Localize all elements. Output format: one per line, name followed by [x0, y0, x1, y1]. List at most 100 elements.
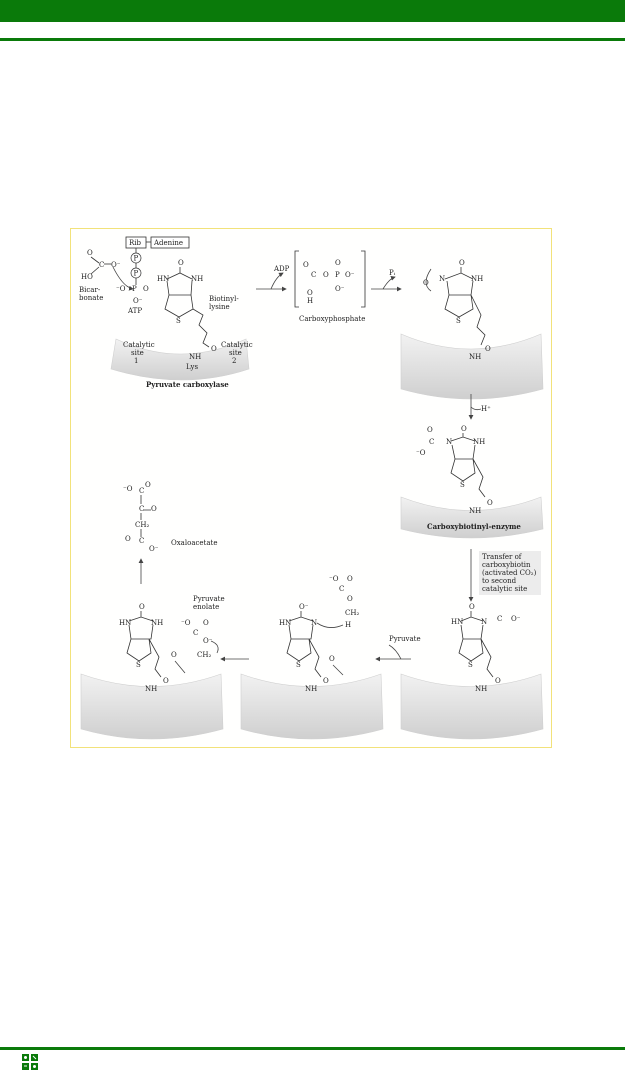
s5-co2-o: O	[329, 655, 335, 663]
s6-s: S	[136, 661, 141, 669]
cp-o-minus-bottom: O⁻	[335, 285, 345, 293]
enzyme-step2	[400, 333, 544, 400]
enzyme-step5	[240, 673, 384, 740]
pi-label: Pᵢ	[389, 269, 396, 277]
s4-c: C	[497, 615, 502, 623]
bicarb-o-minus: O⁻	[111, 261, 121, 269]
s6-nh: NH	[151, 619, 163, 627]
rib-label: Rib	[129, 239, 142, 247]
biotin1-nh: NH	[191, 275, 203, 283]
s5-pyr-o: O	[347, 575, 353, 583]
cp-o: O	[303, 261, 309, 269]
biotin2-o-amide: O	[485, 345, 491, 353]
cp-o-minus: O⁻	[345, 271, 355, 279]
s6-hn: HN	[119, 619, 131, 627]
atp-label: ATP	[127, 307, 142, 315]
adp-label: ADP	[273, 265, 290, 273]
oaa-o3: O	[125, 535, 131, 543]
s4-o-amide: O	[495, 677, 501, 685]
atp-gamma-p: P	[132, 285, 137, 293]
oaa-o2: O	[151, 505, 157, 513]
carboxybiotinyl-enzyme-label: Carboxybiotinyl-enzyme	[427, 522, 521, 531]
s5-s: S	[296, 661, 301, 669]
footer-rule	[0, 1047, 625, 1050]
enzyme-step6	[80, 673, 224, 740]
reaction-figure: Rib Adenine P P P ⁻O O O⁻ ATP O C O⁻ HO …	[70, 228, 552, 748]
enzyme-pyruvate-carboxylase	[110, 338, 250, 381]
biotin2-nh: NH	[471, 275, 483, 283]
oaa-o-minus2: O⁻	[149, 545, 159, 553]
cbe-nh-amide: NH	[469, 507, 481, 515]
oxaloacetate-label: Oxaloacetate	[171, 539, 218, 547]
adenine-label: Adenine	[153, 239, 183, 247]
bicarb-c: C	[99, 261, 104, 269]
pyruvate-carboxylase-label: Pyruvate carboxylase	[146, 380, 229, 389]
cp-h: H	[307, 297, 313, 305]
biotin1-o-amide: O	[211, 345, 217, 353]
s6-pe-c: C	[193, 629, 198, 637]
s5-pyr-o-minus: ⁻O	[329, 575, 339, 583]
s5-o-amide: O	[323, 677, 329, 685]
s5-pyr-c: C	[339, 585, 344, 593]
atp-o: O	[143, 285, 149, 293]
biotin1-nh-amide: NH	[189, 353, 201, 361]
oaa-o-minus: ⁻O	[123, 485, 133, 493]
s6-o: O	[139, 603, 145, 611]
cbe-o-minus: ⁻O	[416, 449, 426, 457]
bicarb-o-top: O	[87, 249, 93, 257]
header-bar	[0, 0, 625, 22]
enzyme-carboxybiotinyl	[400, 496, 544, 539]
s5-n: N	[311, 619, 317, 627]
biotinyl-lysine-label: Biotinyl-lysine	[209, 295, 239, 311]
biotin2-n: N	[439, 275, 445, 283]
biotin2-o: O	[459, 259, 465, 267]
cbe-s: S	[460, 481, 465, 489]
publisher-logo-icon	[22, 1054, 38, 1070]
cbe-o: O	[461, 425, 467, 433]
s5-o: O⁻	[299, 603, 309, 611]
carboxyphosphate-label: Carboxyphosphate	[299, 315, 365, 323]
biotin2-s: S	[456, 317, 461, 325]
oaa-o1: O	[145, 481, 151, 489]
s6-pe-o-minus2: O⁻	[203, 637, 213, 645]
pyruvate-label: Pyruvate	[389, 635, 421, 643]
biotin1-hn: HN	[157, 275, 169, 283]
s5-hn: HN	[279, 619, 291, 627]
phosphate-2: P	[134, 270, 139, 278]
cp-o-link: O	[323, 271, 329, 279]
s5-pyr-o2: O	[347, 595, 353, 603]
bicarb-ho: HO	[81, 273, 93, 281]
biotin1-s: S	[176, 317, 181, 325]
s6-pe-o-minus: ⁻O	[181, 619, 191, 627]
s5-h: H	[345, 621, 351, 629]
cbe-n: N	[446, 438, 452, 446]
s6-pe-o: O	[203, 619, 209, 627]
oaa-c1: C	[139, 487, 144, 495]
enzyme-step4	[400, 673, 544, 740]
cp-o-lower: O	[307, 289, 313, 297]
s4-o-minus: O⁻	[511, 615, 521, 623]
cbe-c: C	[429, 438, 434, 446]
s4-nh-amide: NH	[475, 685, 487, 693]
biotin2-nh-amide: NH	[469, 353, 481, 361]
header-rule	[0, 38, 625, 41]
s5-nh-amide: NH	[305, 685, 317, 693]
reaction-diagram: Rib Adenine P P P ⁻O O O⁻ ATP O C O⁻ HO …	[79, 236, 544, 740]
oaa-c3: C	[139, 537, 144, 545]
s4-n: N	[481, 618, 487, 626]
atp-o-minus: ⁻O	[116, 285, 126, 293]
biotin1-o: O	[178, 259, 184, 267]
oaa-c2: C	[139, 505, 144, 513]
s4-s: S	[468, 661, 473, 669]
s6-co2-o: O	[171, 651, 177, 659]
cp-o-top: O	[335, 259, 341, 267]
cbe-nh: NH	[473, 438, 485, 446]
s4-o: O	[469, 603, 475, 611]
cp-c: C	[311, 271, 316, 279]
s6-nh-amide: NH	[145, 685, 157, 693]
s6-o-amide: O	[163, 677, 169, 685]
